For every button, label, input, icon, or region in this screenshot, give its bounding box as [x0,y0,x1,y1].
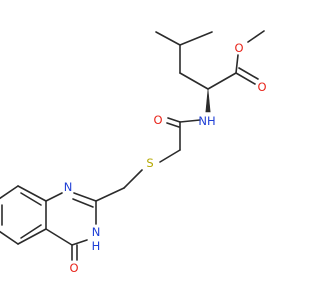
ester-carbonyl-oxygen-label: O [257,80,266,94]
stereo-wedge-bond [205,88,211,113]
bond-c6-c5 [0,230,19,245]
bond-c8a-c8 [17,185,47,202]
amide-oxygen-label: O [153,113,162,127]
bond-c2-n1-2 [72,198,94,208]
bond-ch2-s [159,149,181,163]
bond-c2-n1-1 [73,192,97,202]
bond-c4-c4a [45,228,73,246]
bond-s-ch2 [123,169,143,189]
ring-nitrogen-1-label: N [64,180,73,194]
bond-amide-c-o-2 [166,122,180,128]
bond-c8-c7 [0,185,19,200]
ring-nitrogen-3-label: N [92,225,101,239]
ester-ether-oxygen-label: O [234,41,243,55]
molecule-structure-diagram: O O NH O S N N H O [0,30,267,275]
bond-ch2-calpha [179,72,209,90]
amide-nh-label: NH [198,114,215,128]
bond-amide-c-o-1 [167,117,181,123]
bond-ch3a-ch [155,31,181,46]
bond-ester-c-o-carbonyl-2 [238,67,259,80]
bond-ester-c-o-ether [235,54,239,74]
ring-nitrogen-hydrogen-label: H [92,239,101,253]
bond-aromatic-inner-1 [20,192,42,206]
bond-nh-amide-c [179,119,201,123]
bond-ester-c-o-carbonyl-1 [235,72,256,85]
bond-n3-c4 [71,239,88,246]
bond-c5-c4a [17,228,47,245]
bond-o-ether-methyl [247,30,265,43]
thioether-sulfur-label: S [146,156,153,170]
bond-n1-c8a [45,192,63,202]
quinazolinone-oxygen-label: O [69,261,78,275]
bond-aromatic-inner-3 [20,224,42,239]
bond-ch2-c2 [95,187,125,202]
bond-ch3b-ch [179,31,213,46]
bond-calpha-ester-c [207,72,237,90]
